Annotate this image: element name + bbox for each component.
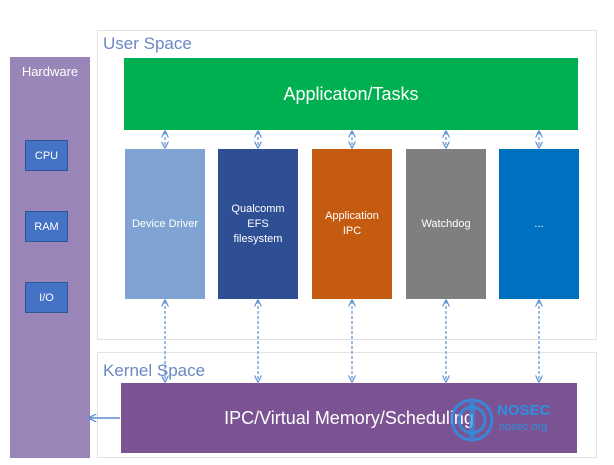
hardware-io-box: I/O xyxy=(25,282,68,313)
nosec-logo-icon xyxy=(450,398,494,447)
user-space-title: User Space xyxy=(103,34,192,53)
hardware-title: Hardware xyxy=(21,64,79,79)
application-tasks-box: Applicaton/Tasks xyxy=(124,58,578,130)
qualcomm-efs-box: Qualcomm EFS filesystem xyxy=(218,149,298,299)
hardware-panel xyxy=(10,57,90,458)
application-ipc-box: Application IPC xyxy=(312,149,392,299)
hardware-ram-box: RAM xyxy=(25,211,68,242)
watchdog-box: Watchdog xyxy=(406,149,486,299)
kernel-space-title: Kernel Space xyxy=(103,361,206,380)
kernel-services-box: IPC/Virtual Memory/Scheduling xyxy=(121,383,577,453)
device-driver-box: Device Driver xyxy=(125,149,205,299)
user-space-region xyxy=(97,30,597,340)
kernel-space-region xyxy=(97,352,597,458)
hardware-cpu-box: CPU xyxy=(25,140,68,171)
more-components-box: ... xyxy=(499,149,579,299)
nosec-watermark-domain: nosec.org xyxy=(499,421,548,433)
nosec-watermark-name: NOSEC xyxy=(497,402,551,419)
